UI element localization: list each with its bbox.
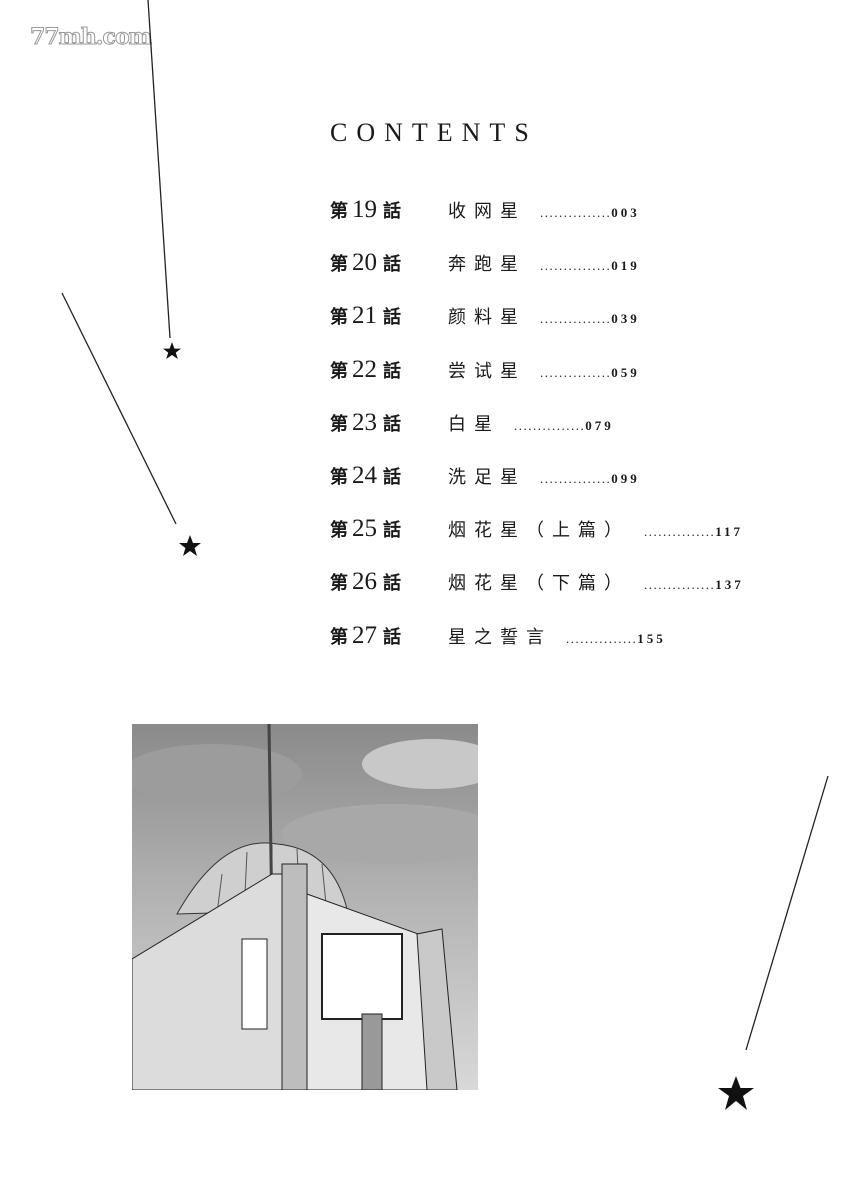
chapter-num: 19 [352,196,377,223]
chapter-prefix: 第 [330,573,348,595]
leader-dots: ............... [514,417,586,433]
watermark: 77mh.com [30,24,153,51]
chapter-prefix: 第 [330,360,348,382]
star-icon [163,342,181,359]
page-number: 155 [637,630,666,646]
page-number: 079 [585,417,614,433]
star-icon [179,535,201,556]
star-trail-3 [745,775,829,1051]
leader-dots: ............... [540,364,612,380]
chapter-title: 白星 [448,413,500,435]
leader-dots: ............... [540,258,612,274]
leader-dots: ............... [540,205,612,220]
chapter-suffix: 話 [383,201,401,222]
star-trail-1 [147,0,171,339]
chapter-prefix: 第 [330,201,348,222]
chapter-prefix: 第 [330,307,348,329]
leader-dots: ............... [566,630,638,646]
page-number: 099 [611,470,640,486]
chapter-suffix: 話 [383,413,401,435]
chapter-title: 奔跑星 [448,254,526,276]
leader-dots: ............... [540,311,612,327]
chapter-prefix: 第 [330,626,348,648]
leader-dots: ............... [540,470,612,486]
chapter-title: 尝试星 [448,360,526,382]
chapter-num: 25 [352,515,377,543]
chapter-suffix: 話 [383,520,401,542]
page-number: 003 [611,205,640,220]
chapter-num: 26 [352,568,377,596]
chapter-prefix: 第 [330,466,348,488]
page-number: 019 [611,258,640,274]
chapter-title: 烟花星（下篇） [448,573,630,595]
chapter-suffix: 話 [383,254,401,276]
chapter-prefix: 第 [330,413,348,435]
chapter-num: 21 [352,302,377,330]
chapter-prefix: 第 [330,520,348,542]
chapter-suffix: 話 [383,573,401,595]
chapter-num: 27 [352,621,377,649]
leader-dots: ............... [644,577,716,593]
chapter-num: 20 [352,249,377,277]
chapter-suffix: 話 [383,307,401,329]
leader-dots: ............... [644,524,716,540]
page-number: 137 [715,577,744,593]
page-number: 117 [715,524,744,540]
chapter-suffix: 話 [383,466,401,488]
chapter-suffix: 話 [383,360,401,382]
chapter-title: 洗足星 [448,466,526,488]
chapter-num: 22 [352,355,377,383]
star-trail-2 [61,292,177,525]
chapter-title: 烟花星（上篇） [448,520,630,542]
chapter-suffix: 話 [383,626,401,648]
observatory-illustration [132,724,478,1090]
star-icon [718,1076,754,1110]
chapter-num: 24 [352,461,377,489]
contents-title: CONTENTS [330,118,538,147]
chapter-title: 星之誓言 [448,626,552,648]
chapter-num: 23 [352,408,377,436]
chapter-prefix: 第 [330,254,348,276]
chapter-title: 收网星 [448,201,526,222]
chapter-title: 颜料星 [448,307,526,329]
page-number: 059 [611,364,640,380]
page-number: 039 [611,311,640,327]
